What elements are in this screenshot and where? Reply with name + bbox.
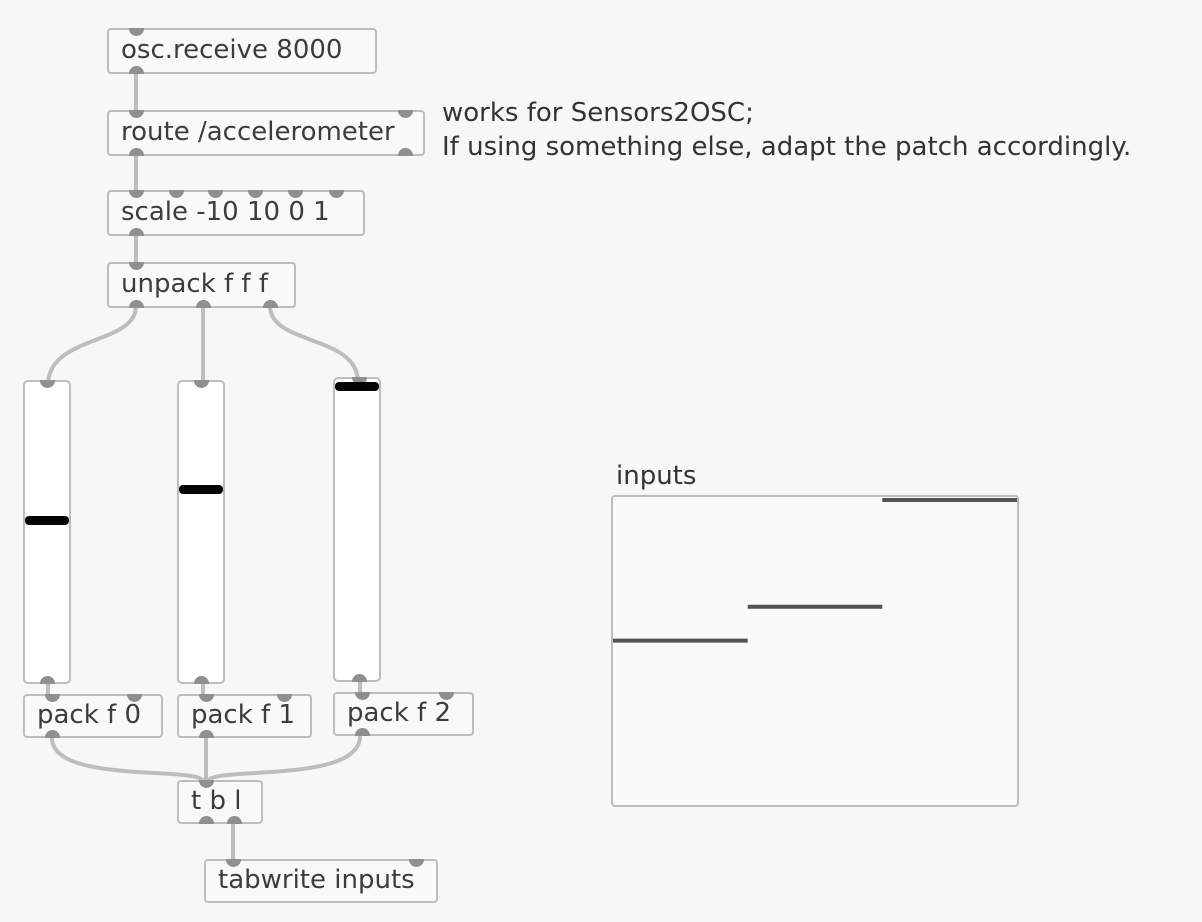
outlet-port[interactable] — [196, 300, 211, 308]
inlet-port[interactable] — [40, 380, 55, 388]
pack-f-2-label: pack f 2 — [347, 698, 452, 728]
slider-knob[interactable] — [25, 516, 69, 526]
route-object[interactable]: route /accelerometer — [107, 110, 425, 156]
inlet-port[interactable] — [277, 694, 292, 702]
pack-f-0-object[interactable]: pack f 0 — [23, 694, 163, 738]
outlet-port[interactable] — [398, 148, 413, 156]
inlet-port[interactable] — [199, 694, 214, 702]
cord-unpack-to-slider-z — [268, 304, 360, 384]
cord-unpack-to-slider-x — [46, 304, 138, 387]
comment-line-1: works for Sensors2OSC; — [442, 98, 754, 128]
scale-object[interactable]: scale -10 10 0 1 — [107, 190, 365, 236]
outlet-port[interactable] — [263, 300, 278, 308]
trigger-label: t b l — [191, 786, 242, 816]
pack-f-0-label: pack f 0 — [37, 700, 142, 730]
outlet-port[interactable] — [194, 676, 209, 684]
inlet-port[interactable] — [208, 190, 223, 198]
osc-receive-label: osc.receive 8000 — [121, 35, 343, 65]
unpack-label: unpack f f f — [121, 269, 268, 299]
vertical-slider-x[interactable] — [23, 380, 71, 684]
outlet-port[interactable] — [199, 730, 214, 738]
inlet-port[interactable] — [129, 28, 144, 36]
inlet-port[interactable] — [398, 110, 413, 118]
outlet-port[interactable] — [40, 676, 55, 684]
pack-f-1-object[interactable]: pack f 1 — [177, 694, 312, 738]
inlet-port[interactable] — [248, 190, 263, 198]
outlet-port[interactable] — [129, 148, 144, 156]
slider-knob[interactable] — [179, 484, 223, 494]
route-label: route /accelerometer — [121, 117, 395, 147]
comment-line-2: If using something else, adapt the patch… — [442, 132, 1132, 162]
outlet-port[interactable] — [129, 66, 144, 74]
inlet-port[interactable] — [439, 692, 454, 700]
inlet-port[interactable] — [129, 190, 144, 198]
outlet-port[interactable] — [227, 816, 242, 824]
outlet-port[interactable] — [352, 674, 367, 682]
unpack-object[interactable]: unpack f f f — [107, 262, 296, 308]
cord-pack0-to-trigger — [50, 736, 205, 784]
scale-label: scale -10 10 0 1 — [121, 197, 330, 227]
tabwrite-label: tabwrite inputs — [218, 865, 415, 895]
inlet-port[interactable] — [127, 694, 142, 702]
array-name-label: inputs — [616, 461, 697, 491]
inlet-port[interactable] — [226, 859, 241, 867]
vertical-slider-z[interactable] — [333, 377, 381, 682]
inlet-port[interactable] — [329, 190, 344, 198]
outlet-port[interactable] — [45, 730, 60, 738]
inlet-port[interactable] — [352, 377, 367, 385]
inlet-port[interactable] — [199, 780, 214, 788]
inlet-port[interactable] — [409, 859, 424, 867]
slider-knob[interactable] — [335, 382, 379, 391]
inlet-port[interactable] — [45, 694, 60, 702]
outlet-port[interactable] — [129, 300, 144, 308]
outlet-port[interactable] — [129, 228, 144, 236]
trigger-object[interactable]: t b l — [177, 780, 263, 824]
pack-f-2-object[interactable]: pack f 2 — [333, 692, 474, 736]
inlet-port[interactable] — [129, 262, 144, 270]
inlet-port[interactable] — [288, 190, 303, 198]
outlet-port[interactable] — [199, 816, 214, 824]
inlet-port[interactable] — [129, 110, 144, 118]
vertical-slider-y[interactable] — [177, 380, 225, 684]
array-graph[interactable] — [611, 495, 1019, 807]
pack-f-1-label: pack f 1 — [191, 700, 296, 730]
inlet-port[interactable] — [169, 190, 184, 198]
inlet-port[interactable] — [194, 380, 209, 388]
cord-pack2-to-trigger — [206, 734, 362, 784]
comment-text: works for Sensors2OSC; If using somethin… — [442, 96, 1131, 164]
inlet-port[interactable] — [355, 692, 370, 700]
osc-receive-object[interactable]: osc.receive 8000 — [107, 28, 377, 74]
outlet-port[interactable] — [355, 728, 370, 736]
tabwrite-object[interactable]: tabwrite inputs — [204, 859, 438, 903]
array-plot — [613, 498, 1017, 643]
